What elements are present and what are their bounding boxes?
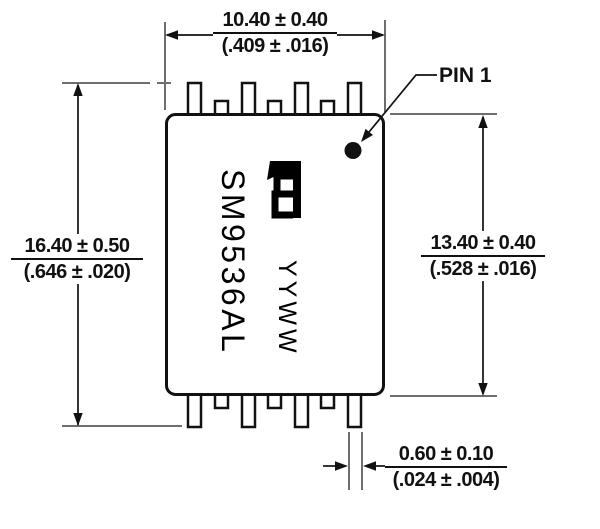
part-number-marking: SM9536AL	[215, 169, 251, 356]
extension-lines	[62, 20, 497, 490]
arrow-width-right-icon	[372, 30, 385, 40]
pin1-leader-line	[368, 74, 437, 133]
pin1-label: PIN 1	[439, 64, 492, 87]
pin-top-7	[346, 81, 363, 116]
pin1-arrow-icon	[361, 128, 373, 142]
pins	[186, 81, 363, 429]
pin-bottom-4	[266, 393, 283, 410]
pin1-dot-icon	[344, 142, 362, 159]
dimension-body-width-inch: (.409 ± .016)	[221, 35, 329, 57]
arrow-width-left-icon	[165, 30, 178, 40]
dimension-body-height-mm: 13.40 ± 0.40	[421, 231, 545, 257]
dimension-body-height-inch: (.528 ± .016)	[429, 258, 537, 280]
pin-bottom-6	[319, 393, 336, 410]
pin-top-5	[293, 81, 310, 116]
pin-top-3	[240, 81, 257, 116]
pin-top-4	[266, 99, 283, 116]
arrow-overall-top-icon	[73, 83, 83, 96]
dimension-lead-width-inch: (.024 ± .004)	[392, 469, 500, 491]
dimension-overall-height: 16.40 ± 0.50 (.646 ± .020)	[11, 234, 143, 284]
date-code-marking: YYWW	[273, 260, 301, 357]
pin-bottom-7	[346, 393, 363, 429]
pin-bottom-3	[240, 393, 257, 429]
arrow-body-top-icon	[478, 115, 488, 128]
arrow-body-bottom-icon	[478, 383, 488, 396]
arrowheads	[73, 30, 488, 471]
pin-top-2	[213, 99, 230, 116]
dimension-body-width: 10.40 ± 0.40 (.409 ± .016)	[213, 8, 337, 58]
dimension-body-height: 13.40 ± 0.40 (.528 ± .016)	[421, 231, 545, 281]
pin-top-6	[319, 99, 336, 116]
bourns-logo-icon	[267, 161, 301, 219]
dimension-body-width-mm: 10.40 ± 0.40	[213, 8, 337, 34]
pin-bottom-2	[213, 393, 230, 410]
arrow-overall-bottom-icon	[73, 413, 83, 426]
dimension-lead-width-mm: 0.60 ± 0.10	[385, 442, 507, 468]
dimension-lead-width: 0.60 ± 0.10 (.024 ± .004)	[385, 442, 507, 492]
package-body	[165, 113, 385, 396]
pin-bottom-5	[293, 393, 310, 429]
dimension-overall-height-inch: (.646 ± .020)	[23, 261, 131, 283]
dimension-overall-height-mm: 16.40 ± 0.50	[11, 234, 143, 260]
arrow-lead-right-icon	[363, 461, 376, 471]
pin-top-1	[186, 81, 203, 116]
pin-bottom-1	[186, 393, 203, 429]
arrow-lead-left-icon	[335, 461, 348, 471]
